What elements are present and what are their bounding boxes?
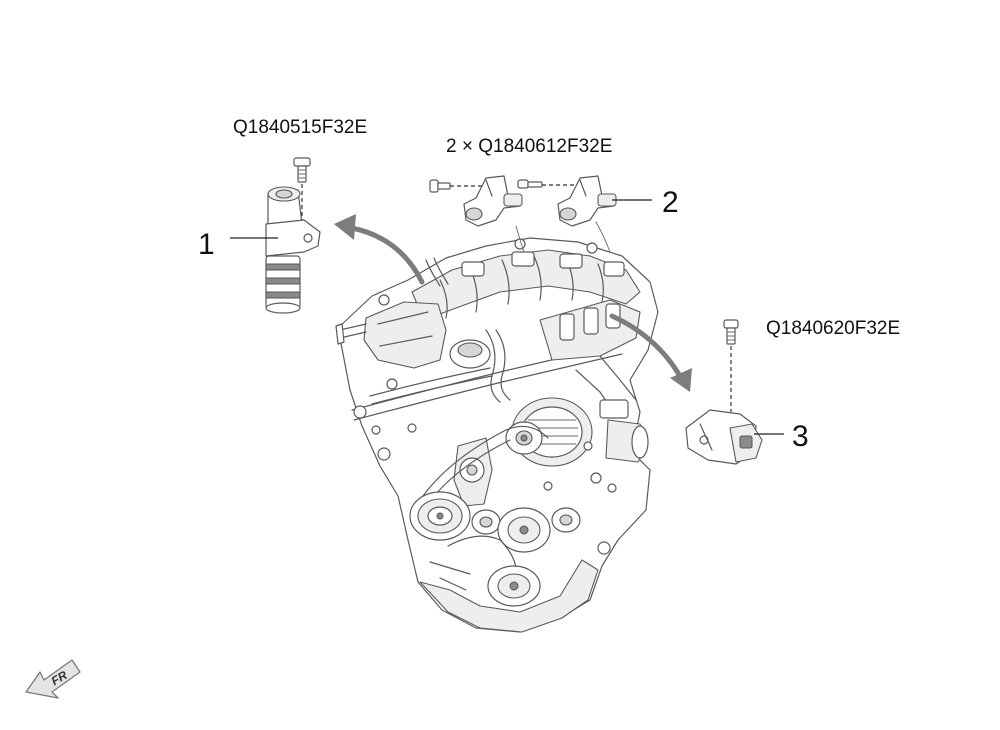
timing-cover — [335, 301, 491, 369]
coolant-pipes — [351, 257, 623, 421]
part-number-label-2: 2 × Q1840612F32E — [446, 136, 612, 157]
tensioner-bracket — [453, 437, 493, 507]
starter-motor — [605, 419, 649, 463]
block-bolts — [371, 423, 617, 493]
arrow-to-part-1-icon — [334, 214, 425, 285]
bolt-1-icon — [293, 157, 311, 183]
arrow-to-part-3-icon — [609, 313, 692, 392]
oil-pan — [377, 447, 611, 633]
part-number-label-1: Q1840515F32E — [233, 117, 367, 138]
callout-number-2: 2 — [662, 186, 679, 219]
engine-assembly-illustration — [335, 237, 659, 633]
alternator — [505, 397, 593, 467]
idler-pulleys — [471, 507, 581, 607]
front-direction-arrow-icon: FR — [25, 659, 81, 699]
bolt-2a-icon — [429, 179, 451, 193]
callout-number-1: 1 — [198, 228, 215, 261]
bolt-3-icon — [723, 319, 739, 345]
callout-number-3: 3 — [792, 420, 809, 453]
sensor-3-part — [685, 319, 763, 465]
oil-control-valve-part — [265, 157, 321, 314]
part-number-label-3: Q1840620F32E — [766, 318, 900, 339]
camshaft-sensors-part — [429, 175, 617, 253]
bolt-2b-icon — [517, 179, 543, 189]
crankshaft-pulley — [409, 491, 471, 541]
